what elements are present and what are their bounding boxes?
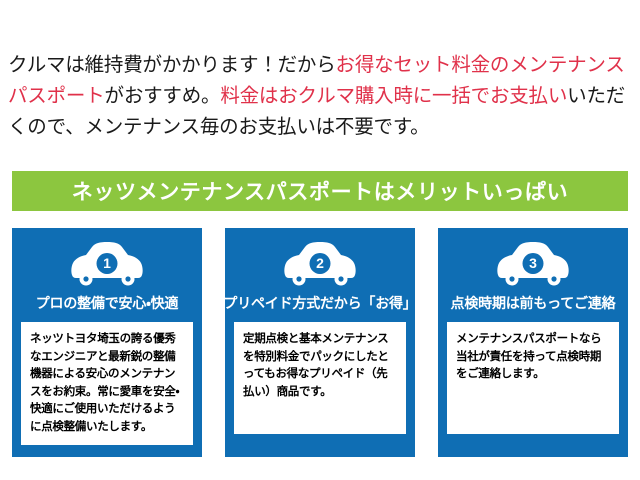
intro-paragraph: クルマは維持費がかかります！だからお得なセット料金のメンテナンスパスポートがおす… <box>8 50 632 143</box>
section-banner-label: ネッツメンテナンスパスポートはメリットいっぱい <box>71 181 569 204</box>
intro-segment-5: いただくので、メンテナンス毎のお支払いは不要です。 <box>8 84 626 138</box>
benefit-card-list: 1 プロの整備で安心・快適 ネッツトヨタ埼玉の誇る優秀なエンジニアと最新鋭の整備… <box>12 228 628 457</box>
car-icon: 2 <box>283 241 357 287</box>
benefit-card: 3 点検時期は前もってご連絡 メンテナンスパスポートなら当社が責任を持って点検時… <box>438 228 628 457</box>
intro-segment-4-highlight: 料金はおクルマ購入時に一括でお支払い <box>220 84 568 107</box>
benefit-card: 2 プリペイド方式だから「お得」 定期点検と基本メンテナンスを特別料金でパックに… <box>223 228 417 457</box>
benefit-card-body: 定期点検と基本メンテナンスを特別料金でパックにしたとってもお得なプリペイド（先払… <box>234 322 406 434</box>
car-icon: 1 <box>70 241 144 287</box>
card-number-badge: 2 <box>309 253 331 274</box>
benefit-card-title: 点検時期は前もってご連絡 <box>450 295 616 311</box>
intro-segment-3: がおすすめ。 <box>104 84 221 107</box>
intro-segment-2-highlight: お得なセット料金のメンテナンスパスポート <box>8 53 625 107</box>
intro-segment-1: クルマは維持費がかかります！だから <box>8 53 336 76</box>
section-banner: ネッツメンテナンスパスポートはメリットいっぱい <box>12 171 628 211</box>
card-number-badge: 1 <box>96 253 118 274</box>
car-icon: 3 <box>496 241 570 287</box>
benefit-card-title: プロの整備で安心・快適 <box>35 295 179 311</box>
benefit-card: 1 プロの整備で安心・快適 ネッツトヨタ埼玉の誇る優秀なエンジニアと最新鋭の整備… <box>12 228 202 457</box>
card-number-badge: 3 <box>522 253 544 274</box>
benefit-card-title: プリペイド方式だから「お得」 <box>223 295 417 311</box>
benefit-card-body: メンテナンスパスポートなら当社が責任を持って点検時期をご連絡します。 <box>447 322 619 434</box>
benefit-card-body: ネッツトヨタ埼玉の誇る優秀なエンジニアと最新鋭の整備機器による安心のメンテナンス… <box>21 322 193 445</box>
